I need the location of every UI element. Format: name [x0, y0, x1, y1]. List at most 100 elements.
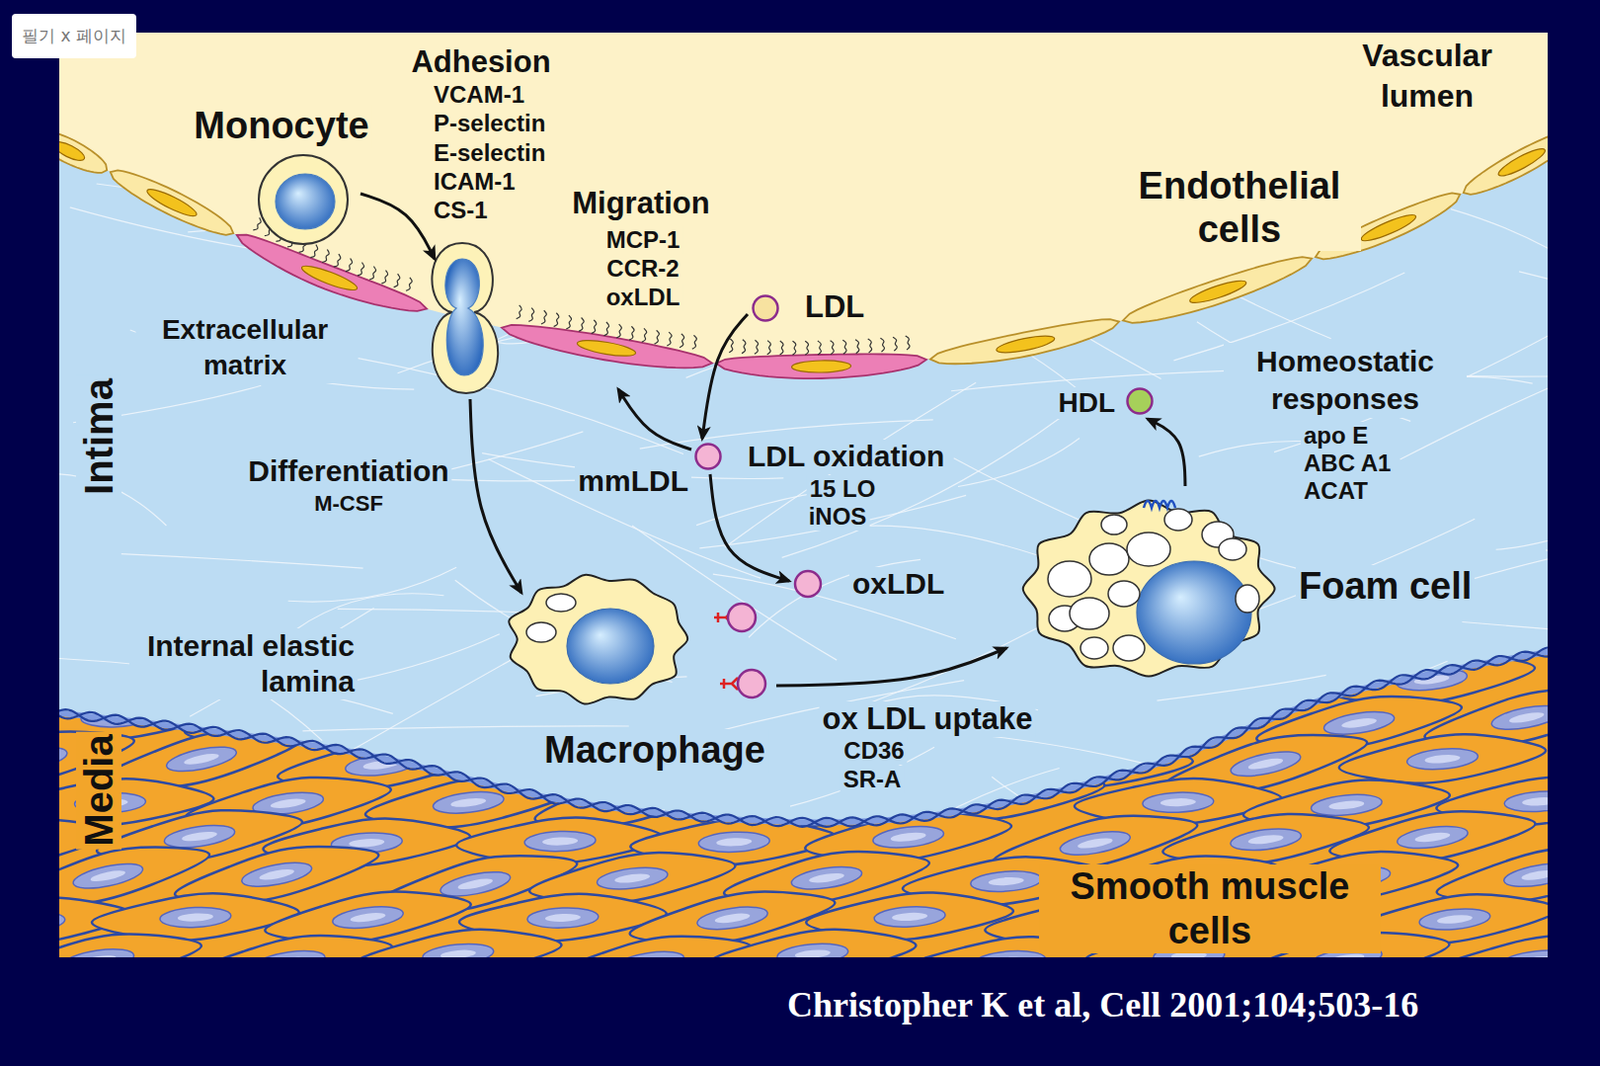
endothelial-nucleus	[1188, 276, 1249, 307]
endothelial-nucleus	[575, 336, 637, 359]
connector	[702, 314, 748, 439]
mm-shape: mmLDL	[694, 442, 722, 471]
process-arrow	[618, 389, 692, 450]
nucleus-highlight	[356, 672, 394, 685]
endothelial-nucleus	[144, 184, 199, 220]
matrix-fiber	[782, 412, 1067, 558]
monocyte-body	[258, 155, 348, 244]
lipoprotein-particle	[696, 444, 721, 470]
endothelial-cell	[1463, 128, 1548, 195]
cell-nucleus	[59, 742, 70, 775]
adhesion-molecule	[804, 340, 808, 355]
adhesion-molecule	[591, 320, 597, 334]
lipid-vacuole	[526, 622, 557, 642]
adhesion-molecule	[381, 270, 388, 284]
foam-cell-body	[1023, 500, 1276, 677]
cell-nucleus	[1489, 701, 1548, 734]
adhesion-molecule	[880, 337, 884, 352]
nucleus-highlight	[1414, 830, 1451, 844]
lipoprotein-particle	[753, 296, 779, 321]
cell-nucleus	[874, 904, 947, 929]
lipid-vacuole	[1126, 532, 1171, 566]
nucleus-highlight	[1437, 913, 1474, 925]
node-label: oxLDL	[849, 566, 948, 602]
adhesion-molecule	[817, 340, 822, 355]
cell-nucleus	[702, 665, 776, 698]
endothelial-cell	[930, 319, 1120, 364]
endothelial-nucleus	[995, 332, 1056, 357]
cell-nucleus	[769, 792, 842, 817]
structure-label: iNOS	[805, 502, 871, 531]
cell-nucleus	[1228, 746, 1303, 781]
cell-body	[543, 923, 756, 958]
cell-nucleus	[1238, 661, 1312, 695]
nucleus-highlight	[181, 829, 219, 843]
nucleus-highlight	[788, 799, 824, 809]
cell-nucleus	[524, 829, 597, 853]
cell-nucleus	[612, 947, 686, 958]
adhesion-molecule	[394, 273, 400, 287]
smooth-muscle-cell	[1432, 927, 1548, 958]
adhesion-molecule	[868, 338, 873, 353]
cell-nucleus	[1501, 947, 1548, 958]
cell-nucleus	[59, 909, 66, 935]
ldl-shape: LDL	[751, 294, 780, 322]
nucleus-highlight	[1341, 716, 1378, 729]
adhesion-molecule	[830, 340, 835, 355]
node-label: mmLDL	[574, 464, 692, 499]
adhesion-molecule	[780, 340, 784, 355]
nucleus-highlight	[89, 868, 127, 883]
structure-label: Adhesion	[407, 44, 554, 80]
cell-outline	[751, 294, 780, 322]
adhesion-molecule	[310, 244, 318, 258]
lipoprotein-particle	[795, 570, 821, 597]
nucleus-highlight	[1508, 710, 1545, 725]
endothelial-cell	[1122, 256, 1312, 323]
lipid-vacuole	[1218, 538, 1247, 560]
nucleus-highlight	[618, 790, 655, 805]
nucleus-highlight	[450, 796, 487, 808]
matrix-fiber	[121, 554, 364, 568]
matrix-fiber	[1450, 209, 1548, 326]
cell-body	[183, 923, 397, 958]
adhesion-molecule	[528, 308, 534, 322]
matrix-fiber	[1156, 674, 1326, 701]
nucleus-highlight	[1519, 955, 1548, 958]
lipoprotein-particle	[1127, 389, 1153, 414]
adhesion-molecule	[741, 339, 746, 354]
adhesion-molecule	[616, 323, 622, 338]
node-label: HDL	[1054, 387, 1119, 419]
smooth-muscle-cell	[1068, 692, 1279, 748]
nucleus-highlight	[349, 910, 387, 923]
adhesion-molecule	[679, 333, 685, 348]
nucleus-highlight	[1247, 833, 1284, 846]
nucleus-highlight	[1247, 756, 1284, 772]
adhesion-molecule	[554, 313, 560, 327]
adhesion-molecule	[357, 262, 365, 276]
cell-nucleus	[1504, 789, 1548, 814]
process-arrow	[470, 399, 522, 593]
connector	[776, 647, 1007, 686]
nucleus-highlight	[542, 836, 578, 846]
adhesion-molecule	[728, 338, 733, 353]
cell-outline	[694, 442, 722, 471]
cell-nucleus	[431, 788, 505, 816]
structure-label: Vascular lumen	[1335, 35, 1520, 117]
mac-shape: Macrophage	[493, 564, 773, 719]
nucleus-highlight	[1521, 796, 1548, 806]
nucleus-highlight	[348, 837, 385, 848]
adhesion-molecule	[692, 334, 698, 349]
node-label: Monocyte	[190, 104, 372, 149]
lipid-vacuole	[1080, 637, 1109, 659]
node-label: Foam cell	[1295, 564, 1475, 609]
abca1-transporter	[1143, 500, 1176, 508]
nucleus-highlight	[633, 709, 670, 723]
adhesion-molecule	[629, 325, 635, 340]
cell-nucleus	[252, 947, 326, 958]
nucleus-highlight	[1061, 679, 1099, 694]
nucleus-highlight	[631, 956, 668, 958]
adhesion-molecule	[892, 336, 897, 351]
adhesion-molecule	[654, 329, 660, 344]
adhesion-molecule	[905, 335, 910, 350]
cell-body	[1068, 692, 1279, 748]
